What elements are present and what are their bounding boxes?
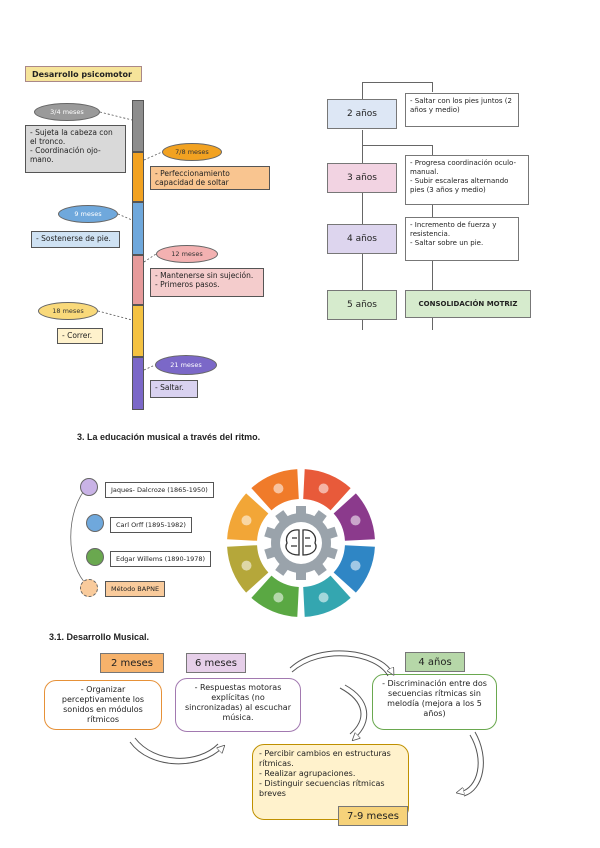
age-4-text: - Incremento de fuerza y resistencia. - … [405, 217, 519, 261]
gear-tooth [296, 506, 306, 516]
milestone-age-9: 9 meses [58, 205, 118, 223]
milestone-age-7-8: 7/8 meses [162, 143, 222, 161]
methods-wheel [227, 469, 375, 617]
stage-age-7-9-meses: 7-9 meses [338, 806, 408, 826]
milestone-connectors [97, 111, 163, 371]
wheel-segment-icon [350, 515, 361, 526]
stage-text-4-anos: - Discriminación entre dos secuencias rí… [372, 674, 497, 730]
age-5: 5 años [327, 290, 397, 320]
milestone-text-21: - Saltar. [150, 380, 198, 398]
method-dot-bapne [80, 579, 98, 597]
cycle-arrows [129, 650, 484, 797]
age-5-text: CONSOLIDACIÓN MOTRIZ [405, 290, 531, 318]
wheel-segment-icon [241, 515, 252, 526]
wheel-segment-icon [273, 592, 284, 603]
age-2: 2 años [327, 99, 397, 129]
age-3-text: - Progresa coordinación oculo-manual. - … [405, 155, 529, 205]
milestone-text-7-8: - Perfeccionamiento capacidad de soltar [150, 166, 270, 190]
method-dot-dalcroze [80, 478, 98, 496]
milestone-text-9: - Sostenerse de pie. [31, 231, 120, 248]
milestone-text-12: - Mantenerse sin sujeción. - Primeros pa… [150, 268, 264, 297]
gear-tooth [325, 546, 338, 560]
milestone-text-3-4: - Sujeta la cabeza con el tronco. - Coor… [25, 125, 126, 173]
milestone-text-18: - Correr. [57, 328, 103, 344]
gear-tooth [312, 561, 327, 576]
psicomotor-title: Desarrollo psicomotor [25, 66, 142, 82]
gear-tooth [275, 510, 290, 525]
wheel-segment-icon [241, 560, 252, 571]
stage-text-6-meses: - Respuestas motoras explícitas (no sinc… [175, 678, 301, 732]
wheel-segment-icon [318, 483, 329, 494]
milestone-age-12: 12 meses [156, 245, 218, 263]
method-willems: Edgar Willems (1890-1978) [110, 551, 212, 567]
age-4: 4 años [327, 224, 397, 254]
gear-tooth [275, 561, 290, 576]
method-dot-orff [86, 514, 104, 532]
stage-text-2-meses: - Organizar perceptivamente los sonidos … [44, 680, 162, 730]
milestone-age-3-4: 3/4 meses [34, 103, 100, 121]
wheel-segment-icon [273, 483, 284, 494]
method-bapne: Método BAPNE [105, 581, 166, 597]
stage-age-2-meses: 2 meses [100, 653, 164, 673]
wheel-segment-icon [350, 560, 361, 571]
gear-tooth [264, 546, 277, 560]
gear-tooth [325, 526, 338, 540]
gear-tooth [312, 510, 327, 525]
stage-age-6-meses: 6 meses [186, 653, 246, 673]
section-31-heading: 3.1. Desarrollo Musical. [49, 632, 150, 642]
stage-age-4-anos: 4 años [405, 652, 465, 672]
method-orff: Carl Orff (1895-1982) [110, 517, 192, 533]
age-2-text: - Saltar con los pies juntos (2 años y m… [405, 93, 519, 127]
gear-tooth [264, 526, 277, 540]
milestone-age-18: 18 meses [38, 302, 98, 320]
method-dalcroze: Jaques- Dalcroze (1865-1950) [105, 482, 214, 498]
gear-tooth [296, 570, 306, 580]
brain-icon [285, 529, 317, 556]
methods-connector [70, 485, 89, 587]
wheel-segment-icon [318, 592, 329, 603]
milestone-age-21: 21 meses [155, 355, 217, 375]
age-3: 3 años [327, 163, 397, 193]
method-dot-willems [86, 548, 104, 566]
section-3-heading: 3. La educación musical a través del rit… [77, 432, 261, 442]
